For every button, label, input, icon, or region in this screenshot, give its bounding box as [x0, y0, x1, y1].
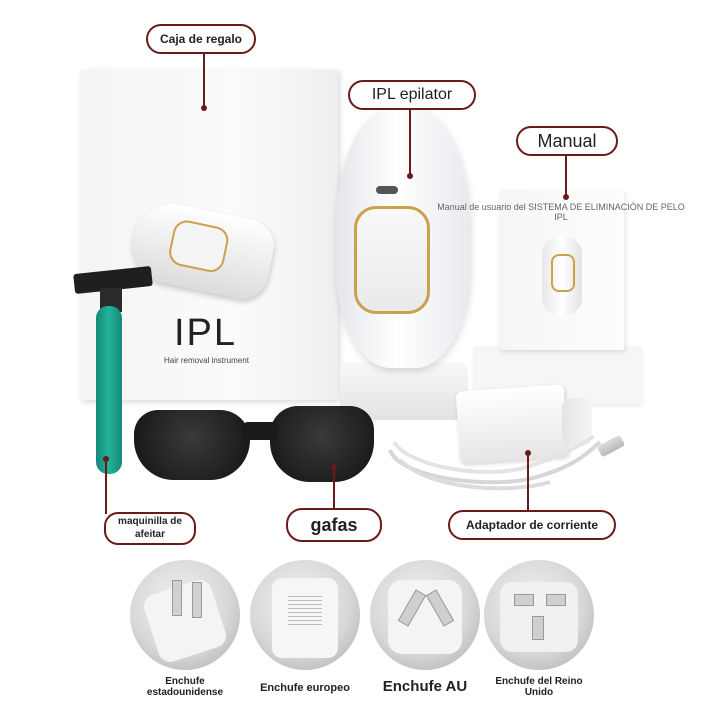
razor: [73, 265, 156, 476]
uk-plug-icon: [484, 560, 594, 670]
box-brand: IPL: [174, 312, 238, 354]
goggles-right-lens: [270, 406, 374, 482]
razor-label: maquinilla de afeitar: [104, 512, 196, 545]
adapter-connector: [527, 454, 529, 510]
uk-plug-label: Enchufe del Reino Unido: [495, 676, 583, 698]
goggles-connector: [333, 468, 335, 510]
goggles-label: gafas: [286, 508, 382, 542]
gift-box-dot: [201, 105, 207, 111]
gift-box-label: Caja de regalo: [146, 24, 256, 54]
manual-dot: [563, 194, 569, 200]
epilator-connector: [409, 108, 411, 176]
epilator-window: [354, 206, 430, 314]
eu-plug-label: Enchufe europeo: [260, 682, 350, 694]
adapter-label: Adaptador de corriente: [448, 510, 616, 540]
epilator-dot: [407, 173, 413, 179]
razor-handle: [96, 306, 122, 474]
gift-box-connector: [203, 52, 205, 108]
goggles: [130, 402, 380, 492]
epilator-button: [376, 186, 398, 194]
au-plug-label: Enchufe AU: [382, 678, 468, 695]
manual-device-image: [542, 236, 582, 316]
us-plug-label: Enchufe estadounidense: [146, 676, 224, 698]
goggles-bridge: [242, 422, 278, 440]
goggles-left-lens: [134, 410, 250, 480]
us-plug-icon: [130, 560, 240, 670]
manual-label: Manual: [516, 126, 618, 156]
gift-box: IPL Hair removal instrument: [80, 70, 338, 400]
goggles-dot: [331, 464, 337, 470]
adapter-cable: [388, 434, 602, 491]
eu-plug-icon: [250, 560, 360, 670]
adapter-dot: [525, 450, 531, 456]
epilator-device: [336, 106, 470, 368]
manual-booklet: [500, 190, 624, 350]
manual-connector: [565, 154, 567, 198]
ipl-epilator-label: IPL epilator: [348, 80, 476, 110]
adapter-prongs: [562, 398, 592, 446]
box-subtitle: Hair removal instrument: [164, 356, 249, 365]
au-plug-icon: [370, 560, 480, 670]
razor-dot: [103, 456, 109, 462]
razor-connector: [105, 460, 107, 514]
manual-caption: Manual de usuario del SISTEMA DE ELIMINA…: [437, 202, 685, 222]
